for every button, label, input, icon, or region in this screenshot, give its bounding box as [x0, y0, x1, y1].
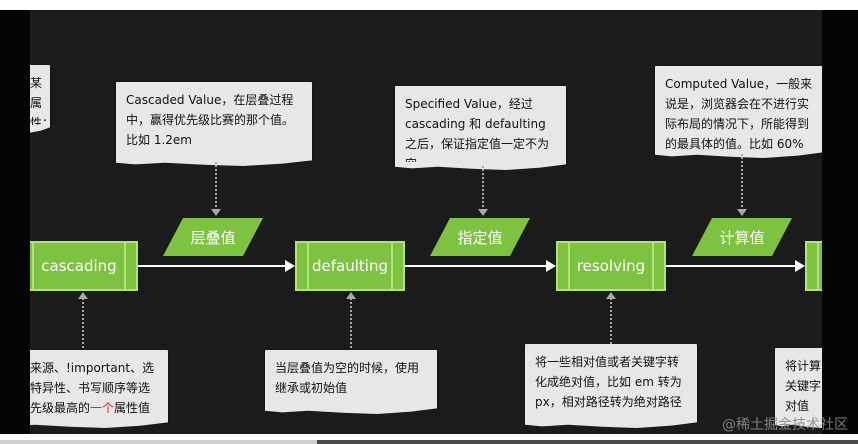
flow-arrow-1 — [138, 260, 295, 272]
note-top-left-cut: 某属 性： — [30, 65, 54, 130]
note-resolving: 将一些相对值或者关键字转化成绝对值，比如 em 转为 px，相对路径转为绝对路径 — [525, 344, 697, 422]
step-defaulting: defaulting — [295, 241, 405, 291]
value-specified: 指定值 — [430, 218, 530, 256]
note-defaulting: 当层叠值为空的时候，使用继承或初始值 — [265, 350, 437, 408]
highlight-text: 一个 — [90, 401, 115, 415]
video-frame: 某属 性： Cascaded Value，在层叠过程中，赢得优先级比赛的那个值。… — [0, 10, 858, 434]
note-right-cut: 将计算 关键字 对值 — [775, 348, 822, 422]
flow-arrow-2 — [405, 260, 556, 272]
value-cascaded: 层叠值 — [163, 218, 263, 256]
note-specified-value: Specified Value，经过 cascading 和 defaultin… — [395, 86, 566, 171]
dotted-arrow-resolving-note — [606, 292, 616, 344]
step-resolving: resolving — [556, 241, 666, 291]
watermark-text: @稀土掘金技术社区 — [722, 417, 848, 433]
right-letterbox — [822, 10, 858, 434]
video-progress-bar[interactable] — [0, 440, 858, 444]
left-letterbox — [0, 10, 30, 434]
video-progress-fill — [0, 440, 318, 444]
dotted-arrow-specified — [478, 166, 488, 216]
dotted-arrow-cascading-note — [78, 292, 88, 352]
flow-arrow-3 — [666, 260, 805, 272]
value-computed: 计算值 — [692, 218, 792, 256]
step-cascading: cascading — [30, 241, 138, 291]
note-cascading-rules: 来源、!important、选 特异性、书写顺序等选 先级最高的一个属性值 — [30, 350, 168, 422]
dotted-arrow-defaulting-note — [346, 292, 356, 352]
dotted-arrow-cascaded — [211, 162, 221, 216]
step-cut-right — [805, 241, 822, 291]
note-cascaded-value: Cascaded Value，在层叠过程中，赢得优先级比赛的那个值。比如 1.2… — [116, 82, 312, 160]
dotted-arrow-computed — [737, 154, 747, 216]
note-computed-value: Computed Value，一般来说是，浏览器会在不进行实际布局的情况下，所能… — [655, 66, 822, 152]
diagram-canvas: 某属 性： Cascaded Value，在层叠过程中，赢得优先级比赛的那个值。… — [30, 10, 822, 434]
